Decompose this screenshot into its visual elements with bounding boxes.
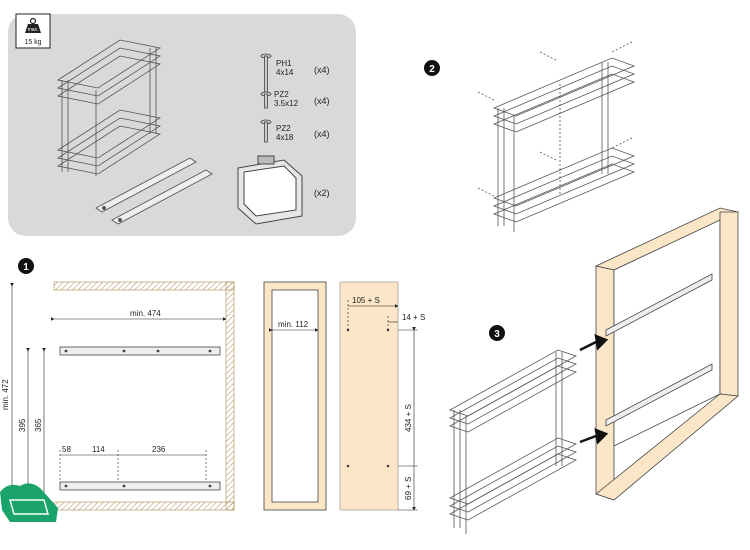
part-3-size: 4x18 bbox=[276, 133, 294, 142]
weight-badge-value: 15 kg bbox=[24, 39, 41, 46]
weight-icon bbox=[25, 24, 41, 33]
cabinet-side-panel bbox=[339, 281, 399, 511]
dim-width-min: min. 474 bbox=[130, 309, 161, 318]
dim-opening-min: min. 112 bbox=[278, 320, 309, 329]
dimension-lines-side bbox=[347, 300, 418, 511]
dim-69-s: 69 + S bbox=[404, 477, 413, 500]
dim-58: 58 bbox=[62, 445, 71, 454]
part-2-size: 3.5x12 bbox=[274, 99, 299, 108]
basket-unit-small bbox=[56, 39, 162, 176]
parts-panel bbox=[8, 14, 356, 236]
part-1-size: 4x14 bbox=[276, 68, 294, 77]
weight-badge: max. 15 kg bbox=[15, 13, 51, 49]
part-1-code: PH1 bbox=[276, 59, 292, 68]
dim-105-s: 105 + S bbox=[352, 296, 380, 305]
dim-365: 365 bbox=[34, 418, 43, 432]
part-3-code: PZ2 bbox=[276, 124, 291, 133]
weight-badge-top: max. bbox=[28, 27, 39, 33]
screw-pz2-b-icon bbox=[260, 119, 272, 143]
step-1-badge bbox=[18, 258, 34, 274]
part-2-qty: (x4) bbox=[314, 96, 330, 106]
basket-unit-step-3 bbox=[449, 349, 577, 534]
basket-unit-step-2 bbox=[477, 41, 636, 232]
cabinet-opening-view bbox=[263, 281, 327, 511]
cabinet-box-3d bbox=[594, 207, 740, 501]
screw-pz2-a-icon bbox=[260, 91, 272, 109]
dim-434-s: 434 + S bbox=[404, 404, 413, 432]
dim-395: 395 bbox=[18, 418, 27, 432]
mounting-bracket-icon bbox=[237, 155, 303, 225]
part-3-qty: (x4) bbox=[314, 129, 330, 139]
dim-14-s: 14 + S bbox=[402, 313, 425, 322]
part-2-code: PZ2 bbox=[274, 90, 289, 99]
dimension-lines-front bbox=[10, 283, 227, 507]
insert-arrows bbox=[579, 334, 609, 445]
step-3-number: 3 bbox=[494, 329, 500, 340]
dim-236: 236 bbox=[152, 445, 166, 454]
step-3-badge bbox=[489, 325, 505, 341]
part-4-qty: (x2) bbox=[314, 188, 330, 198]
dim-114: 114 bbox=[92, 445, 105, 454]
brand-logo bbox=[0, 483, 58, 522]
step-2-badge bbox=[424, 60, 440, 76]
slide-rails bbox=[95, 157, 213, 225]
part-1-qty: (x4) bbox=[314, 65, 330, 75]
dim-height-min: min. 472 bbox=[1, 379, 10, 410]
step-1-number: 1 bbox=[23, 262, 29, 273]
step-2-number: 2 bbox=[429, 64, 435, 75]
cabinet-front-view bbox=[53, 281, 235, 511]
